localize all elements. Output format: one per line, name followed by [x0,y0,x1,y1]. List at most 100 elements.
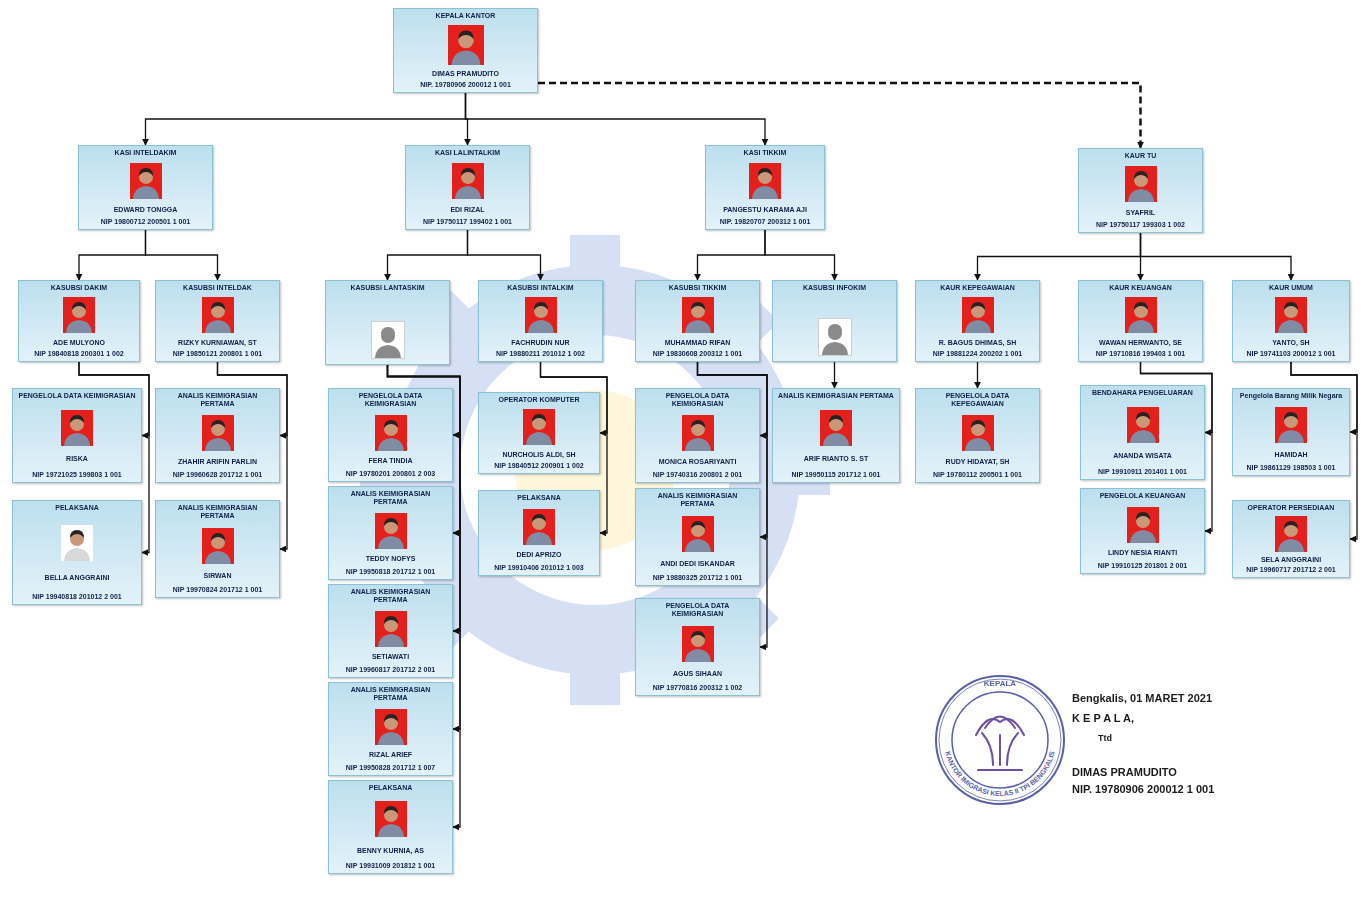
person-name: RISKA [66,455,88,463]
connector-arrow [146,230,218,280]
person-name: BELLA ANGGRAINI [45,574,110,582]
person-name: FERA TINDIA [368,457,412,465]
employee-number: NIP 19830608 200312 1 001 [653,350,742,358]
connector-arrow [698,230,766,280]
connector-arrow [834,362,835,388]
person-name: LINDY NESIA RIANTI [1108,549,1177,557]
portrait-figure [375,709,407,745]
portrait-figure [1125,166,1157,202]
portrait-photo [525,297,557,333]
person-name: RIZAL ARIEF [369,751,412,759]
portrait-photo [202,415,234,451]
org-card: PENGELOLA DATA KEIMIGRASIANMONICA ROSARI… [635,388,760,483]
portrait-figure [523,509,555,545]
portrait-photo [682,516,714,552]
position-title: OPERATOR PERSEDIAAN [1248,504,1335,512]
portrait-photo [375,801,407,837]
org-card: BENDAHARA PENGELUARANANANDA WISATANIP 19… [1080,385,1205,480]
person-name: DEDI APRIZO [517,551,562,559]
portrait-photo [523,509,555,545]
signature-text: Bengkalis, 01 MARET 2021 [1072,692,1212,705]
org-card: PENGELOLA KEUANGAN LINDY NESIA RIANTI NIP … [1080,488,1205,574]
org-card: OPERATOR PERSEDIAANSELA ANGGRAININIP 199… [1232,500,1350,578]
portrait-figure [61,410,93,446]
employee-number: NIP 19770816 200312 1 002 [653,684,742,692]
portrait-photo [61,410,93,446]
position-title: KASI LALINTALKIM [435,149,500,157]
position-title: KASI TIKKIM [744,149,787,157]
connector-arrow [1141,233,1292,280]
stamp-text: KANTOR IMIGRASI KELAS II TPI BENGKALIS [944,750,1056,797]
portrait-figure [202,528,234,564]
portrait-figure [452,163,484,199]
employee-number: NIP 19880211 201012 1 002 [496,350,585,358]
position-title: PENGELOLA KEUANGAN [1100,492,1186,500]
org-card: KASUBSI DAKIMADE MULYONONIP 19840818 200… [18,280,140,362]
position-title: PENGELOLA DATA KEIMIGRASIAN [640,392,755,408]
org-card: KAUR KEPEGAWAIANR. BAGUS DHIMAS, SHNIP 1… [915,280,1040,362]
position-title: KAUR KEPEGAWAIAN [940,284,1015,292]
person-name: ARIF RIANTO S. ST [804,455,868,463]
org-card: KAUR UMUMYANTO, SHNIP 19741103 200012 1 … [1232,280,1350,362]
employee-number: NIP 19960817 201712 2 001 [346,666,435,674]
portrait-photo [820,410,852,446]
signature-text: K E P A L A, [1072,712,1134,725]
portrait-figure [1125,297,1157,333]
position-title: Pengelola Barang Milik Negara [1240,392,1342,400]
portrait-figure [61,525,93,561]
portrait-photo [962,297,994,333]
portrait-photo [202,528,234,564]
employee-number: NIP 19750117 199303 1 002 [1096,221,1185,229]
portrait-figure [1127,407,1159,443]
org-card: OPERATOR KOMPUTERNURCHOLIS ALDI, SHNIP 1… [478,392,600,474]
portrait-figure [202,297,234,333]
portrait-photo [1127,407,1159,443]
signature-text: Ttd [1098,733,1112,744]
connector-arrow [79,230,146,280]
portrait-figure [682,516,714,552]
portrait-photo [818,318,852,356]
official-stamp [936,676,1064,804]
portrait-photo [61,525,93,561]
portrait-figure [820,410,852,446]
person-name: SYAFRIL [1126,209,1155,217]
org-card: KASUBSI LANTASKIM [325,280,450,365]
employee-number: NIP 19741103 200012 1 001 [1246,350,1335,358]
employee-number: NIP 19861129 198503 1 001 [1246,464,1335,472]
org-card: ANALIS KEIMIGRASIAN PERTAMASETIAWATINIP … [328,584,453,678]
employee-number: NIP 19950828 201712 1 007 [346,764,435,772]
person-name: R. BAGUS DHIMAS, SH [939,339,1016,347]
employee-number: NIP 19780201 200801 2 003 [346,470,435,478]
org-card: ANALIS KEIMIGRASIAN PERTAMATEDDY NOFYSNI… [328,486,453,580]
portrait-photo [63,297,95,333]
portrait-figure [202,415,234,451]
position-title: KASUBSI INTALKIM [507,284,573,292]
position-title: PELAKSANA [55,504,99,512]
portrait-photo [1125,297,1157,333]
org-card: KAUR KEUANGANWAWAN HERWANTO, SENIP 19710… [1078,280,1203,362]
org-card: KAUR TUSYAFRILNIP 19750117 199303 1 002 [1078,148,1203,233]
employee-number: NIP 19780112 200501 1 001 [933,471,1022,479]
position-title: BENDAHARA PENGELUARAN [1092,389,1193,397]
employee-number: NIP 19910125 201801 2 001 [1098,562,1187,570]
connector-arrow [468,230,541,280]
connector-arrow [978,233,1141,280]
portrait-photo [682,626,714,662]
portrait-figure [962,415,994,451]
org-card: ANALIS KEIMIGRASIAN PERTAMASIRWANNIP 199… [155,500,280,598]
employee-number: NIP 19970824 201712 1 001 [173,586,262,594]
person-name: YANTO, SH [1272,339,1309,347]
org-card: PENGELOLA DATA KEPEGAWAIANRUDY HIDAYAT, … [915,388,1040,483]
org-card: ANALIS KEIMIGRASIAN PERTAMARIZAL ARIEFNI… [328,682,453,776]
portrait-figure [130,163,162,199]
employee-number: NIP 19950818 201712 1 001 [346,568,435,576]
portrait-figure [523,409,555,445]
portrait-photo [375,415,407,451]
employee-number: NIP 19850121 200801 1 001 [173,350,262,358]
org-card: KASUBSI INTALKIMFACHRUDIN NURNIP 1988021… [478,280,603,362]
org-card: PENGELOLA DATA KEIMIGRASIANAGUS SIHAANNI… [635,598,760,696]
person-name: HAMIDAH [1274,451,1307,459]
position-title: KASUBSI LANTASKIM [350,284,424,292]
portrait-figure [682,415,714,451]
